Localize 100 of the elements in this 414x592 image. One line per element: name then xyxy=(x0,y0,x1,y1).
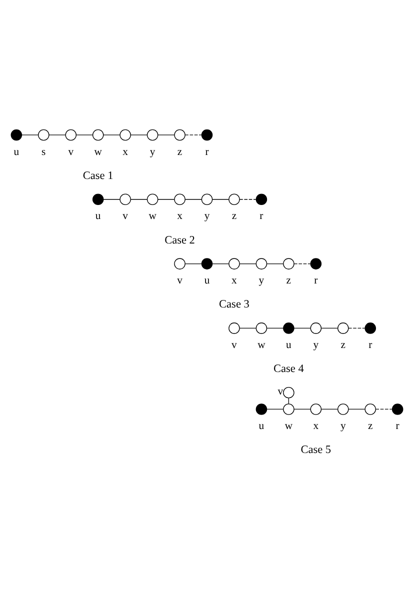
node-label: w xyxy=(258,340,266,351)
node-circle xyxy=(337,322,349,334)
connector xyxy=(294,328,311,329)
connector xyxy=(184,199,202,200)
node-label: y xyxy=(313,340,319,351)
connector xyxy=(239,328,256,329)
label: Case 3 xyxy=(219,298,250,311)
connector xyxy=(76,134,93,136)
node-circle xyxy=(92,129,104,141)
node-label: y xyxy=(204,211,210,222)
node-label: x xyxy=(232,276,237,287)
node-circle xyxy=(310,404,322,415)
node-label: y xyxy=(340,421,346,432)
node-label: r xyxy=(368,340,372,351)
label: Case 1 xyxy=(82,170,114,182)
node-circle xyxy=(364,404,376,415)
connector xyxy=(294,408,311,410)
node-circle xyxy=(201,258,213,270)
node-circle xyxy=(38,129,50,141)
node-label: u xyxy=(286,340,292,351)
node-label: y xyxy=(258,276,264,287)
node-circle xyxy=(201,194,213,206)
node-circle xyxy=(120,194,131,206)
node-circle xyxy=(228,258,240,270)
node-circle xyxy=(256,258,268,270)
node-label: z xyxy=(286,276,292,287)
label: Case 2 xyxy=(164,234,195,246)
node-label: v xyxy=(232,340,237,351)
node-label: v xyxy=(122,211,128,222)
node-label: z xyxy=(368,421,373,432)
node-label: z xyxy=(340,340,346,351)
connector xyxy=(320,328,338,329)
node-label: r xyxy=(205,146,209,158)
connector xyxy=(184,263,202,264)
connector xyxy=(103,199,120,200)
node-label: w xyxy=(148,211,156,222)
label: Case 5 xyxy=(300,444,332,456)
node-label: r xyxy=(396,421,400,432)
node-circle xyxy=(10,129,22,141)
node-label: u xyxy=(204,276,210,287)
node-circle xyxy=(364,322,376,334)
node-label: z xyxy=(232,211,237,222)
connector xyxy=(48,134,66,136)
node-label: u xyxy=(14,146,20,158)
node-label: v xyxy=(177,276,182,287)
node-circle xyxy=(146,129,158,141)
node-label: w xyxy=(94,146,102,158)
connector xyxy=(103,134,120,136)
connector xyxy=(130,199,148,200)
connector xyxy=(375,408,392,410)
connector xyxy=(266,263,284,264)
connector xyxy=(266,408,284,410)
node-circle xyxy=(120,129,131,141)
node-circle xyxy=(337,404,349,415)
node-label: r xyxy=(260,211,264,222)
node-label: x xyxy=(122,146,128,158)
node-label: x xyxy=(313,421,319,432)
connector xyxy=(266,328,284,329)
node-circle xyxy=(146,194,158,206)
connector xyxy=(212,199,230,200)
connector xyxy=(348,328,366,329)
node-label: u xyxy=(95,211,101,222)
node-label: w xyxy=(284,421,293,432)
connector xyxy=(320,408,338,410)
node-label: r xyxy=(314,276,318,287)
node-label: z xyxy=(177,146,182,158)
connector xyxy=(239,263,256,264)
node-label: y xyxy=(150,146,156,158)
node-circle xyxy=(256,322,268,334)
node-label: v xyxy=(68,146,74,158)
node-circle xyxy=(283,386,294,398)
node-label: x xyxy=(177,211,182,222)
label: Case 4 xyxy=(274,363,304,376)
connector xyxy=(130,134,148,136)
node-circle xyxy=(283,404,294,415)
node-circle xyxy=(283,322,294,334)
connector xyxy=(348,408,366,410)
node-circle xyxy=(283,258,294,270)
node-circle xyxy=(256,404,268,415)
node-circle xyxy=(228,194,240,206)
node-circle xyxy=(65,129,77,141)
node-circle xyxy=(392,404,404,415)
connector xyxy=(21,134,38,136)
connector xyxy=(294,263,311,264)
node-label: u xyxy=(258,421,264,432)
node-circle xyxy=(174,129,186,141)
connector xyxy=(184,134,202,136)
connector xyxy=(158,199,175,200)
node-circle xyxy=(310,258,322,270)
node-circle xyxy=(310,322,322,334)
node-label: s xyxy=(42,146,46,158)
node-circle xyxy=(174,194,186,206)
node-circle xyxy=(256,194,268,206)
node-circle xyxy=(92,194,104,206)
node-circle xyxy=(174,258,186,270)
connector xyxy=(158,134,175,136)
node-circle xyxy=(228,322,240,334)
node-label: v xyxy=(278,386,284,398)
connector xyxy=(239,199,256,200)
connector xyxy=(212,263,230,264)
